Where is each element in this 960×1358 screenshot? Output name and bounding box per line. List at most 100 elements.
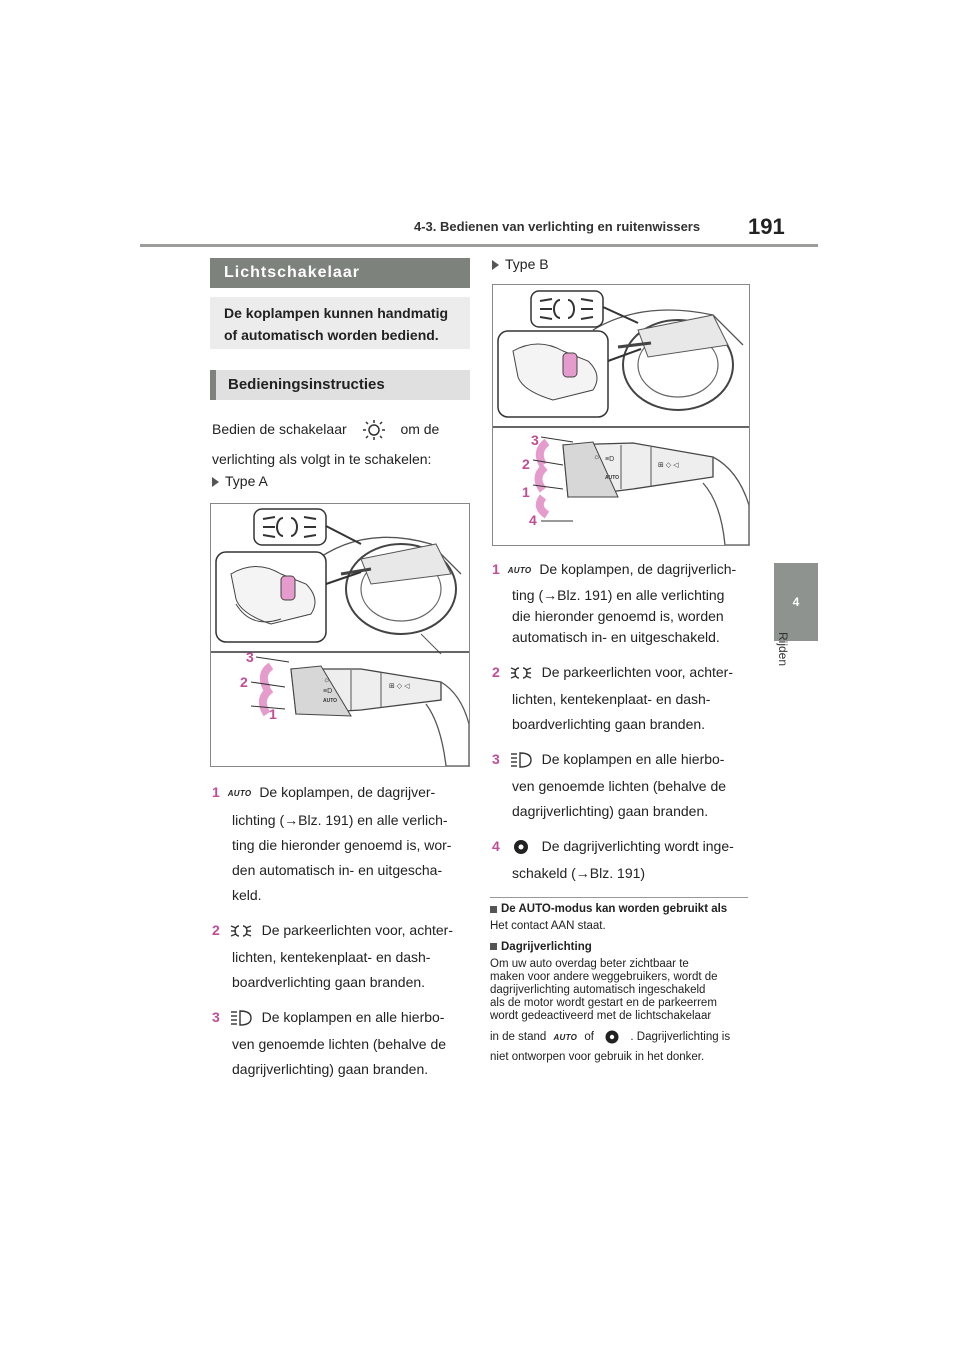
notes-divider <box>490 897 748 898</box>
note-2-line: wordt gedeactiveerd met de lichtschakela… <box>490 1010 712 1022</box>
note-2-pre: in de stand <box>490 1031 547 1044</box>
fig-a-label-3: 3 <box>246 649 254 665</box>
list-item-b-2: 2 De parkeerlichten voor, achter- <box>492 660 754 685</box>
running-header: 4-3. Bedienen van verlichting en ruitenw… <box>414 219 701 234</box>
item-text: ven genoemde lichten (behalve de <box>232 1035 447 1052</box>
page-number: 191 <box>748 214 785 239</box>
type-a-label: Type A <box>212 470 268 492</box>
square-bullet-icon <box>490 943 497 951</box>
item-text: De parkeerlichten voor, achter- <box>541 663 734 680</box>
type-b-label: Type B <box>492 253 549 275</box>
type-b-text: Type B <box>505 256 549 272</box>
item-text: lichting (→Blz. 191) en alle verlich- <box>232 811 448 828</box>
item-text: De parkeerlichten voor, achter- <box>261 921 454 938</box>
note-1-heading: De AUTO-modus kan worden gebruikt als <box>490 903 752 916</box>
switch-auto-label-b: AUTO <box>605 475 619 481</box>
note-2-inline: in de stand AUTO of . Dagrijverlichting … <box>490 1029 752 1045</box>
para-text-1: Bedien de schakelaar <box>212 421 347 437</box>
drl-off-icon <box>513 840 528 855</box>
note-2-line: als de motor wordt gestart en de parkeer… <box>490 997 717 1009</box>
svg-text:☼: ☼ <box>593 452 600 461</box>
item-number: 2 <box>492 663 500 680</box>
figure-type-a: ☼ ≡D AUTO ⊞ ◇ ◁ 3 2 1 <box>210 503 470 767</box>
item-text: ting (→Blz. 191) en alle verlichting <box>512 586 725 603</box>
item-number: 1 <box>492 561 500 577</box>
note-1-title: De AUTO-modus kan worden gebruikt als <box>501 903 728 915</box>
switch-auto-label-a: AUTO <box>323 698 337 704</box>
steering-switch-illustration-b: ☼ ≡D AUTO ⊞ ◇ ◁ 3 2 1 4 <box>493 290 750 546</box>
para-line-2: verlichting als volgt in te schakelen: <box>212 451 432 467</box>
item-text: De koplampen en alle hierbo- <box>541 750 725 767</box>
list-item-b-4: 4 De dagrijverlichting wordt inge- <box>492 834 754 859</box>
list-item-a-2: 2 De parkeerlichten voor, achter- <box>212 918 474 943</box>
note-2-of: of <box>584 1031 594 1044</box>
note-1-text: Het contact AAN staat. <box>490 920 606 932</box>
triangle-bullet-icon <box>212 477 219 488</box>
note-2-last: niet ontworpen voor gebruik in het donke… <box>490 1051 705 1063</box>
list-item-a-1: 1 AUTO De koplampen, de dagrijver- <box>212 780 474 806</box>
list-item-b-1: 1 AUTO De koplampen, de dagrijverlich- <box>492 557 754 583</box>
square-bullet-icon <box>490 906 497 913</box>
svg-text:⊞ ◇ ◁: ⊞ ◇ ◁ <box>658 462 679 469</box>
item-text: schakeld (→Blz. 191) <box>512 864 646 881</box>
type-a-text: Type A <box>225 473 268 489</box>
chapter-name: Rijden <box>776 632 790 667</box>
item-number: 3 <box>492 750 500 767</box>
item-text: den automatisch in- en uitgescha- <box>232 861 443 878</box>
chapter-tab: 4 <box>774 563 818 641</box>
item-number: 4 <box>492 837 500 854</box>
note-2-title: Dagrijverlichting <box>501 941 592 953</box>
fig-b-label-3: 3 <box>531 432 539 448</box>
sub-heading: Bedieningsinstructies <box>210 370 470 400</box>
header-rule <box>140 244 818 247</box>
item-text: ven genoemde lichten (behalve de <box>512 777 727 794</box>
triangle-bullet-icon <box>492 260 499 271</box>
item-text: boardverlichting gaan branden. <box>232 973 426 990</box>
item-text: boardverlichting gaan branden. <box>512 715 706 732</box>
item-text: De dagrijverlichting wordt inge- <box>541 837 734 854</box>
svg-text:☼: ☼ <box>323 675 330 684</box>
headlight-icon <box>230 1010 252 1026</box>
parking-light-icon <box>510 667 531 679</box>
fig-b-label-1: 1 <box>522 484 530 500</box>
list-item-b-3: 3 De koplampen en alle hierbo- <box>492 747 754 772</box>
item-text: De koplampen, de dagrijver- <box>259 784 436 800</box>
item-text: De koplampen en alle hierbo- <box>261 1008 445 1025</box>
section-heading: Lichtschakelaar <box>210 258 470 288</box>
notes-section: De AUTO-modus kan worden gebruikt als He… <box>490 903 752 1064</box>
fig-b-label-4: 4 <box>529 512 537 528</box>
item-text: ting die hieronder genoemd is, wor- <box>232 836 452 853</box>
intro-box: De koplampen kunnen handmatig of automat… <box>210 297 470 349</box>
steering-switch-illustration-a: ☼ ≡D AUTO ⊞ ◇ ◁ 3 2 1 <box>211 508 470 767</box>
light-switch-icon <box>362 420 385 441</box>
item-text: De koplampen, de dagrijverlich- <box>539 561 737 577</box>
list-type-a: 1 AUTO De koplampen, de dagrijver- licht… <box>212 780 474 1082</box>
svg-text:≡D: ≡D <box>323 688 332 695</box>
fig-b-label-2: 2 <box>522 456 530 472</box>
item-number: 1 <box>212 784 220 800</box>
fig-a-label-1: 1 <box>269 706 277 722</box>
item-text: dagrijverlichting) gaan branden. <box>512 802 709 819</box>
auto-icon: AUTO <box>507 565 532 575</box>
note-2-line: Om uw auto overdag beter zichtbaar te <box>490 958 689 970</box>
parking-light-icon <box>230 925 251 937</box>
intro-paragraph: Bedien de schakelaar om de <box>212 418 472 441</box>
item-text: lichten, kentekenplaat- en dash- <box>512 690 711 707</box>
item-text: die hieronder genoemd is, worden <box>512 607 724 624</box>
figure-type-b: ☼ ≡D AUTO ⊞ ◇ ◁ 3 2 1 4 <box>492 284 750 546</box>
fig-a-label-2: 2 <box>240 674 248 690</box>
svg-text:≡D: ≡D <box>605 456 614 463</box>
note-2-line: maken voor andere weggebruikers, wordt d… <box>490 971 718 983</box>
item-text: lichten, kentekenplaat- en dash- <box>232 948 431 965</box>
note-2-line: dagrijverlichting automatisch ingeschake… <box>490 984 706 996</box>
item-text: dagrijverlichting) gaan branden. <box>232 1060 429 1077</box>
auto-icon: AUTO <box>227 788 252 798</box>
list-type-b: 1 AUTO De koplampen, de dagrijverlich- t… <box>492 557 754 886</box>
auto-icon: AUTO <box>553 1032 578 1042</box>
item-number: 2 <box>212 921 220 938</box>
note-2-heading: Dagrijverlichting <box>490 941 752 954</box>
svg-text:⊞ ◇ ◁: ⊞ ◇ ◁ <box>389 683 410 690</box>
drl-off-icon <box>605 1030 619 1044</box>
item-text: keld. <box>232 886 262 903</box>
note-2-post: . Dagrijverlichting is <box>630 1031 731 1044</box>
